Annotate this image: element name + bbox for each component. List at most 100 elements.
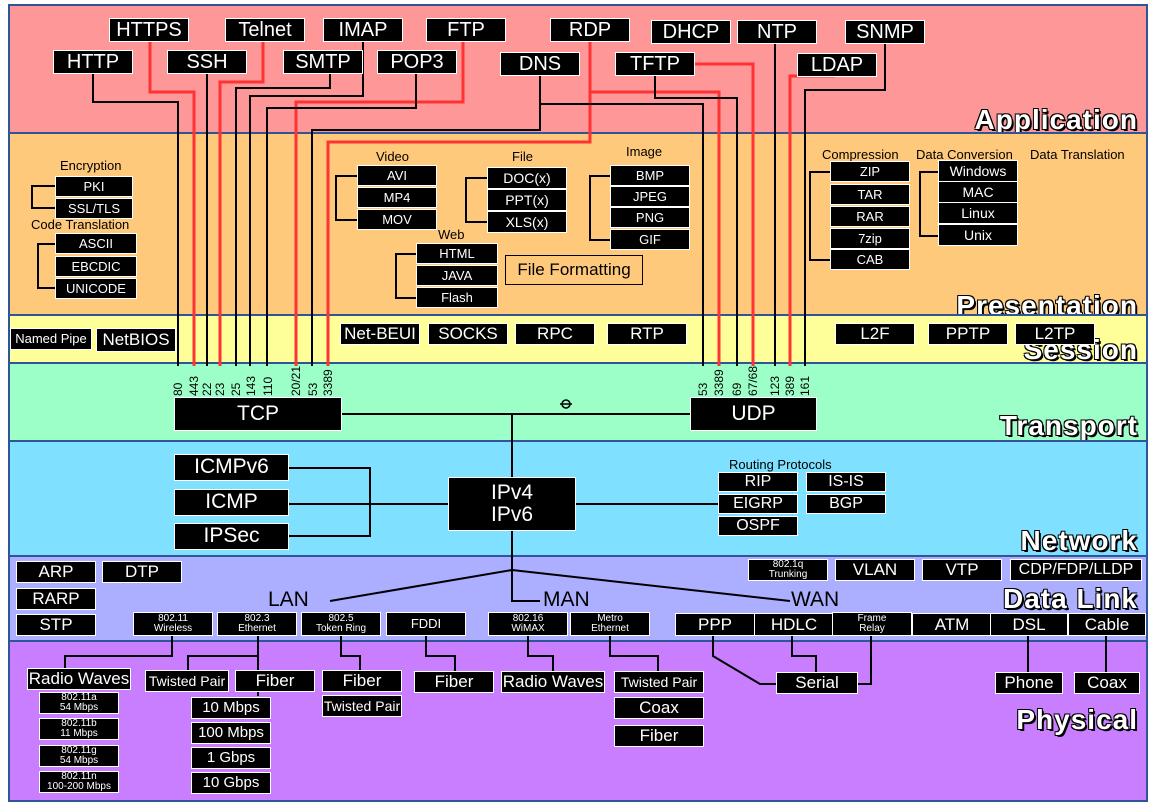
- eigrp-box[interactable]: EIGRP: [718, 494, 798, 514]
- icmpv6-box[interactable]: ICMPv6: [174, 454, 289, 481]
- wifi-80211n-box[interactable]: 802.11n 100-200 Mbps: [39, 771, 119, 793]
- pop3-box[interactable]: POP3: [377, 50, 457, 74]
- xlsx-box[interactable]: XLS(x): [487, 211, 567, 233]
- l2tp-box[interactable]: L2TP: [1015, 323, 1095, 345]
- dhcp-box[interactable]: DHCP: [651, 20, 731, 44]
- tftp-box[interactable]: TFTP: [615, 52, 695, 76]
- http-box[interactable]: HTTP: [53, 50, 133, 74]
- bgp-box[interactable]: BGP: [806, 494, 886, 514]
- rpc-box[interactable]: RPC: [515, 323, 595, 345]
- ppp-box[interactable]: PPP: [675, 613, 755, 636]
- twisted-pair-token-ring-box[interactable]: Twisted Pair: [322, 695, 402, 717]
- is-is-box[interactable]: IS-IS: [806, 472, 886, 492]
- cable-box[interactable]: Cable: [1068, 613, 1146, 636]
- ospf-box[interactable]: OSPF: [718, 516, 798, 536]
- flash-box[interactable]: Flash: [416, 287, 498, 308]
- coax-cable-box[interactable]: Coax: [1074, 672, 1140, 694]
- unicode-box[interactable]: UNICODE: [55, 278, 137, 299]
- docx-box[interactable]: DOC(x): [487, 167, 567, 189]
- 7zip-box[interactable]: 7zip: [830, 228, 910, 249]
- token-ring-box[interactable]: 802.5 Token Ring: [301, 612, 381, 636]
- imap-box[interactable]: IMAP: [323, 18, 403, 42]
- windows-box[interactable]: Windows: [938, 160, 1018, 182]
- unix-box[interactable]: Unix: [938, 224, 1018, 246]
- wifi-80211a-box[interactable]: 802.11a 54 Mbps: [39, 692, 119, 714]
- stp-box[interactable]: STP: [16, 614, 96, 636]
- twisted-pair-metro-box[interactable]: Twisted Pair: [614, 671, 704, 693]
- bmp-box[interactable]: BMP: [610, 165, 690, 186]
- wifi-80211g-box[interactable]: 802.11g 54 Mbps: [39, 745, 119, 767]
- ntp-box[interactable]: NTP: [737, 20, 817, 44]
- twisted-pair-box[interactable]: Twisted Pair: [145, 670, 229, 692]
- dns-box[interactable]: DNS: [500, 52, 580, 76]
- cab-box[interactable]: CAB: [830, 249, 910, 270]
- mov-box[interactable]: MOV: [357, 209, 437, 230]
- file-formatting-box[interactable]: File Formatting: [505, 255, 643, 285]
- zip-box[interactable]: ZIP: [830, 161, 910, 182]
- hdlc-box[interactable]: HDLC: [754, 613, 834, 636]
- cdp-fdp-lldp-box[interactable]: CDP/FDP/LLDP: [1010, 559, 1142, 581]
- arp-box[interactable]: ARP: [16, 561, 96, 583]
- ipsec-box[interactable]: IPSec: [174, 523, 289, 550]
- vtp-box[interactable]: VTP: [922, 559, 1002, 581]
- fiber-ethernet-box[interactable]: Fiber: [235, 670, 315, 692]
- avi-box[interactable]: AVI: [357, 165, 437, 186]
- icmp-box[interactable]: ICMP: [174, 489, 289, 516]
- tar-box[interactable]: TAR: [830, 184, 910, 205]
- pptp-box[interactable]: PPTP: [928, 323, 1008, 345]
- ascii-box[interactable]: ASCII: [55, 233, 137, 254]
- rdp-box[interactable]: RDP: [550, 18, 630, 42]
- rar-box[interactable]: RAR: [830, 206, 910, 227]
- dsl-box[interactable]: DSL: [990, 613, 1068, 636]
- gif-box[interactable]: GIF: [610, 229, 690, 250]
- ldap-box[interactable]: LDAP: [797, 53, 877, 77]
- 100mbps-box[interactable]: 100 Mbps: [191, 722, 271, 744]
- fiber-fddi-box[interactable]: Fiber: [414, 671, 494, 693]
- dtp-box[interactable]: DTP: [102, 561, 182, 583]
- net-beui-box[interactable]: Net-BEUI: [340, 323, 420, 345]
- rtp-box[interactable]: RTP: [607, 323, 687, 345]
- https-box[interactable]: HTTPS: [109, 18, 189, 42]
- metro-ethernet-box[interactable]: Metro Ethernet: [570, 612, 650, 636]
- java-box[interactable]: JAVA: [416, 265, 498, 286]
- fiber-metro-box[interactable]: Fiber: [614, 725, 704, 747]
- wifi-80211b-box[interactable]: 802.11b 11 Mbps: [39, 718, 119, 740]
- atm-box[interactable]: ATM: [912, 613, 992, 636]
- ssh-box[interactable]: SSH: [167, 50, 247, 74]
- ipv4-ipv6-box[interactable]: IPv4 IPv6: [448, 477, 576, 531]
- tcp-box[interactable]: TCP: [174, 397, 342, 431]
- 1gbps-box[interactable]: 1 Gbps: [191, 747, 271, 769]
- ebcdic-box[interactable]: EBCDIC: [55, 256, 137, 277]
- html-box[interactable]: HTML: [416, 243, 498, 264]
- mac-box[interactable]: MAC: [938, 181, 1018, 203]
- udp-box[interactable]: UDP: [690, 397, 817, 431]
- linux-box[interactable]: Linux: [938, 202, 1018, 224]
- snmp-box[interactable]: SNMP: [845, 20, 925, 44]
- smtp-box[interactable]: SMTP: [283, 50, 363, 74]
- ethernet-8023-box[interactable]: 802.3 Ethernet: [217, 612, 297, 636]
- radio-waves-wimax-box[interactable]: Radio Waves: [501, 671, 605, 693]
- named-pipe-box[interactable]: Named Pipe: [10, 328, 92, 350]
- vlan-box[interactable]: VLAN: [835, 559, 915, 581]
- phone-box[interactable]: Phone: [995, 672, 1063, 694]
- wimax-box[interactable]: 802.16 WiMAX: [488, 612, 568, 636]
- rarp-box[interactable]: RARP: [16, 588, 96, 610]
- coax-metro-box[interactable]: Coax: [614, 697, 704, 719]
- pptx-box[interactable]: PPT(x): [487, 189, 567, 211]
- ssl-tls-box[interactable]: SSL/TLS: [55, 198, 133, 219]
- fddi-box[interactable]: FDDI: [386, 612, 466, 636]
- telnet-box[interactable]: Telnet: [225, 18, 305, 42]
- ftp-box[interactable]: FTP: [426, 18, 506, 42]
- fiber-token-ring-box[interactable]: Fiber: [322, 670, 402, 692]
- jpeg-box[interactable]: JPEG: [610, 186, 690, 207]
- socks-box[interactable]: SOCKS: [428, 323, 508, 345]
- 10mbps-box[interactable]: 10 Mbps: [191, 697, 271, 719]
- netbios-box[interactable]: NetBIOS: [96, 328, 176, 352]
- mp4-box[interactable]: MP4: [357, 187, 437, 208]
- rip-box[interactable]: RIP: [718, 472, 798, 492]
- pki-box[interactable]: PKI: [55, 176, 133, 197]
- 10gbps-box[interactable]: 10 Gbps: [191, 772, 271, 794]
- radio-waves-box[interactable]: Radio Waves: [27, 668, 131, 690]
- wireless-80211-box[interactable]: 802.11 Wireless: [133, 612, 213, 636]
- l2f-box[interactable]: L2F: [835, 323, 915, 345]
